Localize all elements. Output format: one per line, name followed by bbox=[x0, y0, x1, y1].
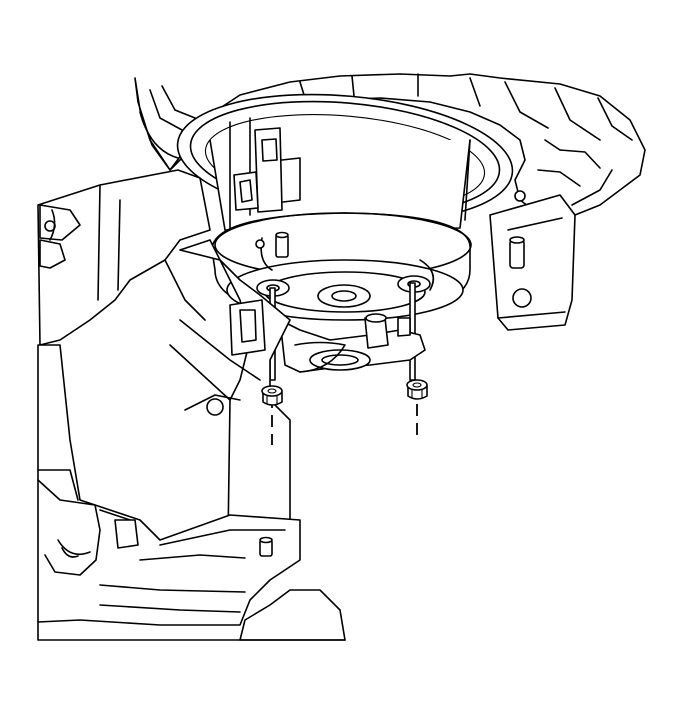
fastener-nut-right bbox=[406, 379, 428, 400]
motor-lower-bracket bbox=[279, 313, 426, 373]
blower-motor bbox=[211, 212, 472, 321]
hvac-case-left bbox=[37, 169, 211, 346]
hex-nut-icon bbox=[261, 385, 283, 406]
motor-hub bbox=[317, 284, 371, 308]
side-bracket-right bbox=[489, 194, 576, 331]
motor-connector bbox=[254, 127, 283, 213]
hvac-case-lower bbox=[37, 344, 346, 641]
hvac-case-center bbox=[169, 239, 346, 541]
alignment-centerlines bbox=[271, 396, 418, 445]
hex-nut-icon bbox=[406, 379, 428, 400]
fastener-nut-left bbox=[261, 385, 283, 406]
